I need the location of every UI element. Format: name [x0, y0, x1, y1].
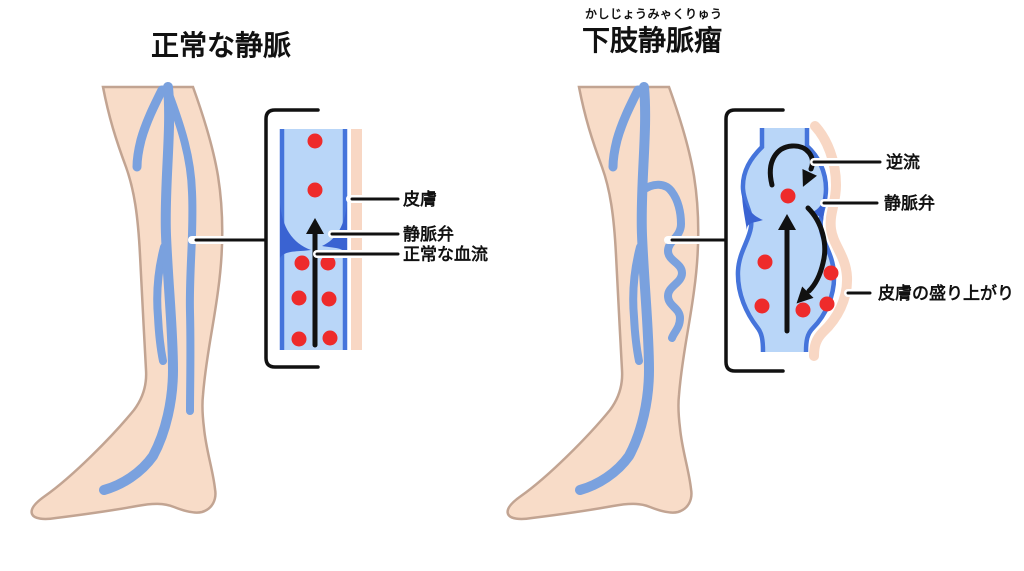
label-skin-bulge: 皮膚の盛り上がり [878, 284, 1014, 303]
blood-cell [780, 188, 796, 204]
vessel-wall-left [735, 128, 766, 353]
label-skin: 皮膚 [403, 190, 437, 209]
left-label-lines [313, 195, 400, 258]
blood-cell [819, 296, 835, 312]
flow-arrow-head [778, 214, 796, 230]
blood-cell [307, 133, 323, 149]
vein-short-left [153, 243, 168, 365]
upward-flow-arrow [778, 214, 796, 334]
right-label-lines [810, 158, 882, 297]
left-leg [30, 82, 224, 521]
blood-cell [291, 331, 307, 347]
vein-right [166, 93, 197, 415]
blood-cell [294, 255, 310, 271]
blood-cell [795, 302, 811, 318]
reflux-down-head [796, 286, 814, 304]
vein-short-left [629, 243, 644, 365]
leg-silhouette [506, 85, 700, 521]
left-title: 正常な静脈 [151, 30, 292, 61]
blood-cell [754, 298, 770, 314]
venous-valve-left [280, 203, 311, 258]
flow-arrow-head [306, 218, 324, 234]
vein-branch [132, 85, 167, 172]
reflux-down-curve [805, 205, 828, 294]
blood-cell [823, 265, 839, 281]
label-reflux: 逆流 [886, 153, 920, 172]
reflux-down-arrow [796, 205, 828, 304]
blood-cell [320, 255, 336, 271]
left-vessel-panel [279, 129, 400, 350]
leg-silhouette [30, 85, 224, 521]
label-normal-flow: 正常な血流 [403, 245, 488, 264]
label-valve-left: 静脈弁 [403, 225, 454, 244]
blood-cell [321, 291, 337, 307]
blood-cell [307, 182, 323, 198]
vein-branch [608, 85, 643, 172]
label-valve-right: 静脈弁 [884, 194, 935, 213]
skin-strip [351, 129, 362, 350]
skin-bulge-strip [809, 121, 853, 361]
varicose-vein-squiggle [638, 180, 687, 342]
left-connector [188, 108, 320, 369]
venous-valve-left [742, 192, 763, 231]
right-bracket [724, 108, 785, 373]
blood-cell [757, 254, 773, 270]
blood-cells [754, 188, 839, 318]
right-vessel-panel [735, 121, 882, 361]
vein-main [99, 82, 179, 495]
left-bracket [264, 108, 320, 369]
blood-cell [322, 330, 338, 346]
right-title-furigana: かしじょうみゃくりゅう [585, 7, 723, 21]
vein-main [575, 82, 655, 495]
right-title: 下肢静脈瘤 [582, 25, 723, 56]
reflux-loop-head [802, 168, 817, 187]
venous-valve-right [322, 203, 347, 254]
blood-cell [291, 290, 307, 306]
right-leg [506, 82, 700, 521]
blood-cells [291, 133, 338, 347]
right-connector [664, 108, 785, 373]
